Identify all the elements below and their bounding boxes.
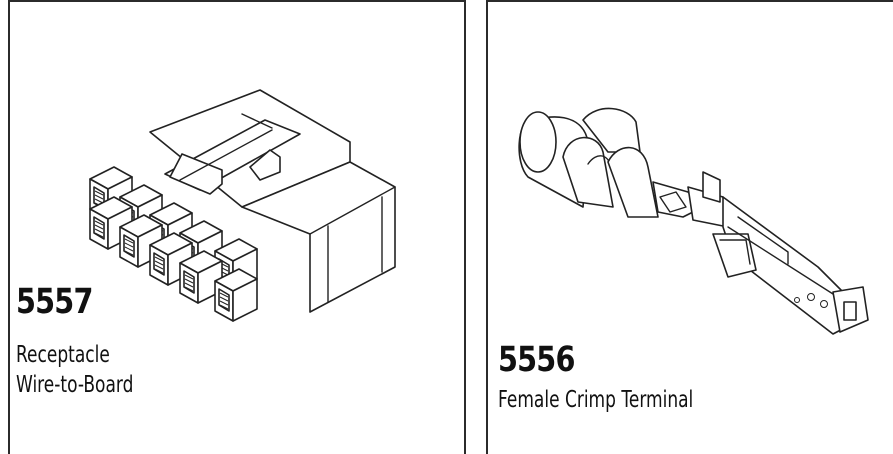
cavity-hatch-line bbox=[94, 190, 104, 196]
cavity-hatch-line bbox=[94, 220, 104, 226]
part-description-5556: Female Crimp Terminal bbox=[498, 385, 693, 415]
cavity-hatch-line bbox=[219, 292, 229, 298]
cavity-hatch-line bbox=[184, 282, 194, 288]
panel-crimp-terminal: 5556 Female Crimp Terminal bbox=[486, 0, 893, 454]
cavity bbox=[214, 268, 258, 322]
cavity-hatch-line bbox=[94, 232, 104, 238]
receptacle-connector-drawing bbox=[89, 89, 396, 322]
description-line-2: Wire-to-Board bbox=[16, 372, 134, 398]
cavity-hatch-line bbox=[219, 300, 229, 306]
cavity-hatch-line bbox=[184, 286, 194, 292]
cavity-hatch-line bbox=[154, 260, 164, 266]
panel-receptacle: 5557 Receptacle Wire-to-Board bbox=[8, 0, 466, 454]
crimp-terminal-drawing bbox=[518, 107, 869, 335]
cavity-hatch-line bbox=[124, 238, 134, 244]
cavity-hatch-line bbox=[94, 228, 104, 234]
description-line-1: Female Crimp Terminal bbox=[498, 387, 694, 413]
connector-cavities bbox=[89, 166, 258, 322]
part-number-5556: 5556 bbox=[498, 340, 575, 380]
cavity-hatch-line bbox=[154, 264, 164, 270]
cavity-hatch-line bbox=[184, 278, 194, 284]
cavity-hatch-line bbox=[154, 256, 164, 262]
description-line-1: Receptacle bbox=[16, 342, 110, 368]
cavity-hatch-line bbox=[154, 268, 164, 274]
cavity-hatch-line bbox=[184, 274, 194, 280]
part-description-5557: Receptacle Wire-to-Board bbox=[16, 340, 133, 400]
cavity-hatch-line bbox=[219, 304, 229, 310]
cavity-hatch-line bbox=[219, 296, 229, 302]
cavity-hatch-line bbox=[94, 194, 104, 200]
cavity-hatch-line bbox=[94, 224, 104, 230]
part-number-5557: 5557 bbox=[16, 282, 93, 322]
cavity-hatch-line bbox=[124, 246, 134, 252]
cavity bbox=[179, 250, 223, 304]
cavity-hatch-line bbox=[124, 242, 134, 248]
cavity-hatch-line bbox=[124, 250, 134, 256]
